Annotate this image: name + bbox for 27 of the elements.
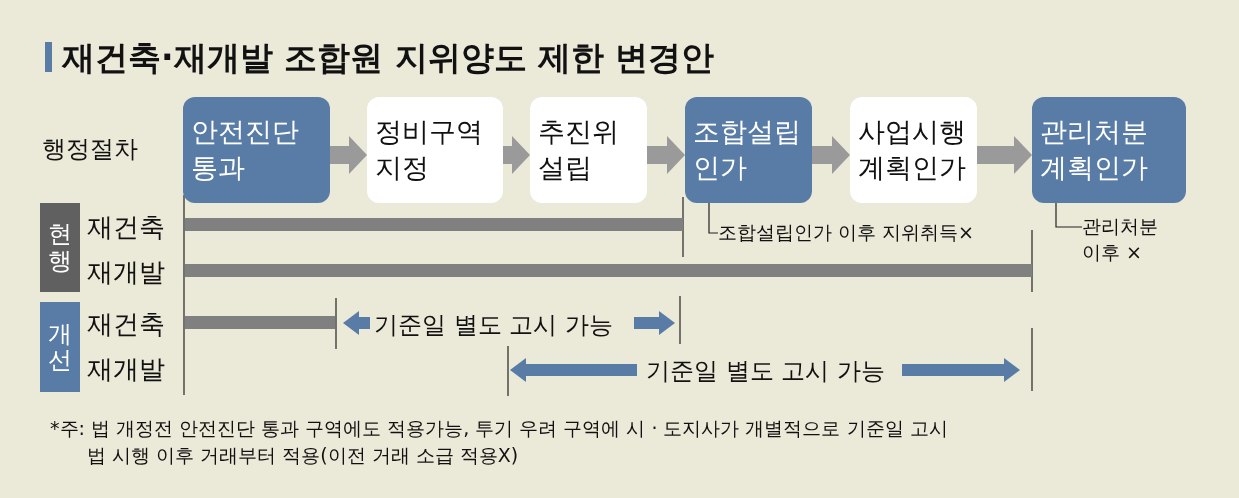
chevron-arrow	[503, 136, 530, 174]
process-box: 추진위 설립	[530, 97, 647, 203]
row-label: 재건축	[87, 211, 165, 244]
category-badge: 개선	[40, 302, 80, 392]
leader-line	[708, 202, 719, 234]
note-text: 기준일 별도 고시 가능	[646, 356, 885, 387]
process-box: 정비구역 지정	[367, 97, 503, 203]
process-box: 조합설립 인가	[685, 97, 812, 203]
process-box: 사업시행 계획인가	[850, 97, 977, 203]
row-label: 재건축	[87, 308, 165, 341]
row-label: 행정절차	[42, 134, 138, 165]
process-box: 관리처분 계획인가	[1032, 97, 1186, 203]
leader-line	[1055, 202, 1083, 228]
footnote: 법 시행 이후 거래부터 적용(이전 거래 소급 적용X)	[87, 443, 519, 468]
footnote: *주: 법 개정전 안전진단 통과 구역에도 적용가능, 투기 우려 구역에 시 · 도지사가 개별적으로 기준일 고시	[50, 416, 948, 441]
category-badge: 현행	[40, 203, 80, 292]
process-box: 안전진단 통과	[183, 97, 330, 203]
note-text: 기준일 별도 고시 가능	[374, 310, 613, 341]
chevron-arrow	[812, 136, 850, 174]
note-text: 관리처분 이후 ×	[1082, 213, 1172, 269]
row-label: 재개발	[87, 353, 165, 386]
note-text: 조합설립인가 이후 지위취득×	[718, 219, 1018, 247]
chevron-arrow	[977, 136, 1032, 174]
title: 재건축·재개발 조합원 지위양도 제한 변경안	[62, 37, 715, 79]
chevron-arrow	[330, 136, 367, 174]
row-label: 재개발	[87, 256, 165, 289]
chevron-arrow	[647, 136, 685, 174]
